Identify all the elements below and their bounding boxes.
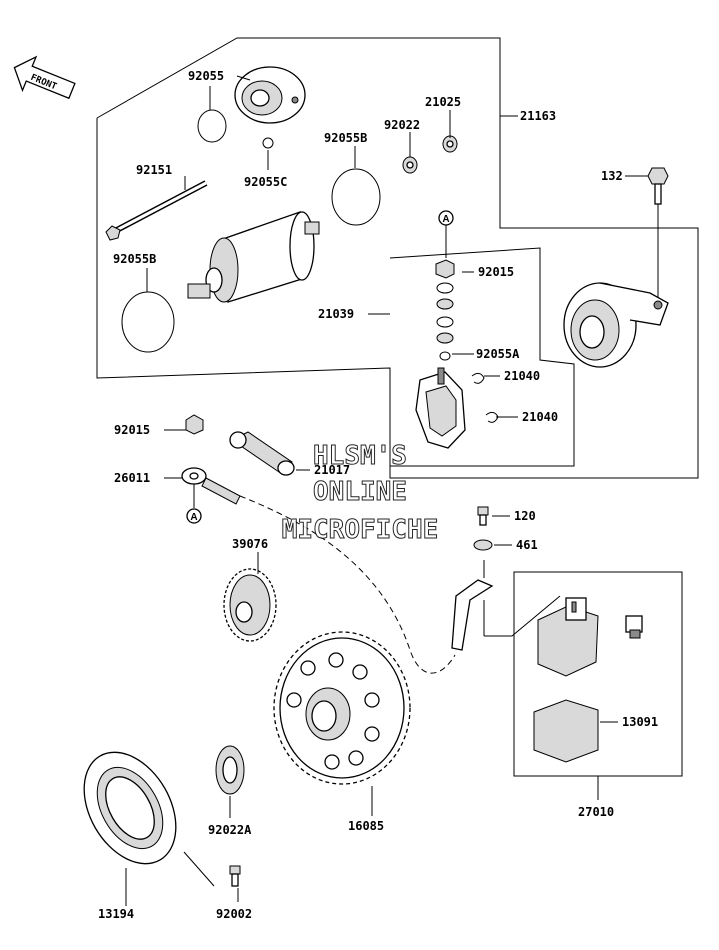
one-way-clutch-13194 (83, 751, 177, 865)
label-132: 132 (601, 169, 623, 183)
terminal-nut-92015 (185, 414, 204, 435)
label-21039: 21039 (318, 307, 354, 321)
lead-terminal-26011 (181, 467, 456, 674)
label-16085: 16085 (348, 819, 384, 833)
o-ring-92055c (262, 137, 274, 149)
fuse (625, 615, 643, 639)
ref-marker-top: A (438, 210, 454, 258)
relay-cover-13091 (533, 699, 599, 763)
label-92015: 92015 (114, 423, 150, 437)
spring-21040-a (471, 372, 485, 384)
watermark-line-3: MICROFICHE (282, 515, 439, 545)
label-92022a: 92022A (208, 823, 252, 837)
label-92022: 92022 (384, 118, 420, 132)
brush-holder-outline (389, 247, 575, 467)
label-39076: 39076 (232, 537, 268, 551)
screw-120 (477, 506, 489, 526)
end-cover-top (234, 66, 306, 124)
bolt-132 (647, 167, 669, 300)
washer-461 (473, 539, 493, 551)
watermark-line-1: HLSM'S (313, 441, 407, 471)
label-461: 461 (516, 538, 538, 552)
starter-motor-yoke (187, 211, 320, 303)
o-ring-92055b (121, 291, 175, 353)
washer-stack (435, 259, 455, 361)
starter-assembly-outline (96, 37, 699, 479)
ref-marker-top-label: A (442, 214, 449, 225)
label-92015-top: 92015 (478, 265, 514, 279)
label-21025: 21025 (425, 95, 461, 109)
watermark-line-2: ONLINE (313, 477, 407, 507)
label-21163: 21163 (520, 109, 556, 123)
label-21040-b: 21040 (522, 410, 558, 424)
label-13091: 13091 (622, 715, 658, 729)
bolt-92002 (183, 851, 241, 887)
label-92151: 92151 (136, 163, 172, 177)
idle-gear-39076 (223, 568, 277, 642)
clutch-gear-16085 (273, 631, 411, 785)
label-21017: 21017 (314, 463, 350, 477)
o-ring-92055 (197, 109, 227, 143)
label-92055c: 92055C (244, 175, 287, 189)
label-92002: 92002 (216, 907, 252, 921)
label-21040-a: 21040 (504, 369, 540, 383)
relay-bracket (451, 579, 494, 651)
label-26011: 26011 (114, 471, 150, 485)
label-120: 120 (514, 509, 536, 523)
label-92055b-top: 92055B (324, 131, 367, 145)
bolt-92151 (105, 180, 208, 241)
boot-21017 (229, 431, 295, 476)
label-92055b: 92055B (113, 252, 156, 266)
washer-92022a (215, 745, 245, 795)
starter-relay (537, 597, 599, 677)
label-13194: 13194 (98, 907, 134, 921)
label-92055: 92055 (188, 69, 224, 83)
o-ring-92055b-top (331, 168, 381, 226)
ref-marker-bottom: A (186, 484, 202, 524)
label-92055a: 92055A (476, 347, 520, 361)
front-cover (563, 282, 669, 368)
brush-holder-plate (415, 367, 466, 449)
ref-marker-bottom-label: A (190, 512, 197, 523)
label-27010: 27010 (578, 805, 614, 819)
front-arrow-icon: FRONT (13, 55, 76, 100)
